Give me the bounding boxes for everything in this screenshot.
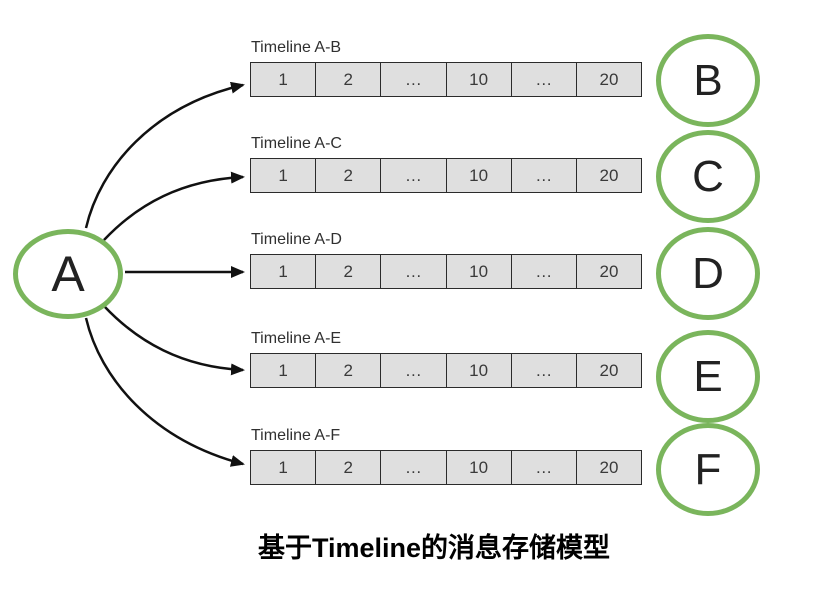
timeline-cell: 1	[278, 261, 288, 281]
timeline-label-a-e: Timeline A-E	[251, 330, 342, 347]
timeline-cell: 2	[315, 451, 380, 484]
timeline-cell: 20	[575, 255, 641, 288]
node-f: F	[656, 423, 760, 516]
timeline-cell: …	[380, 451, 445, 484]
node-b-label: B	[693, 55, 723, 105]
timeline-cell: 10	[445, 255, 511, 288]
timeline-cell: 1	[278, 457, 288, 477]
arrow-a-to-timeline-e	[103, 305, 245, 376]
timeline-cell: 10	[445, 159, 511, 192]
timeline-cell: 20	[575, 451, 641, 484]
arrow-a-to-timeline-b	[84, 81, 245, 229]
timeline-cell: …	[380, 63, 445, 96]
timeline-cell: 2	[315, 159, 380, 192]
timeline-row-a-f: 1 2 … 10 … 20	[250, 450, 642, 485]
timeline-row-a-d: 1 2 … 10 … 20	[250, 254, 642, 289]
node-c: C	[656, 130, 760, 223]
timeline-cell: 10	[445, 354, 511, 387]
node-a: A	[13, 229, 123, 319]
timeline-cell: 2	[315, 63, 380, 96]
timeline-cell: 1	[278, 69, 288, 89]
timeline-cell: …	[380, 255, 445, 288]
node-a-label: A	[51, 246, 85, 302]
timeline-cell: 20	[575, 159, 641, 192]
timeline-cell: 20	[575, 354, 641, 387]
timeline-cell: 10	[445, 63, 511, 96]
node-c-label: C	[692, 151, 724, 201]
timeline-label-a-d: Timeline A-D	[251, 231, 342, 248]
arrow-a-to-timeline-c	[103, 171, 245, 241]
node-e: E	[656, 330, 760, 423]
timeline-cell: 2	[315, 255, 380, 288]
timeline-cell: …	[380, 159, 445, 192]
timeline-cell: …	[510, 255, 576, 288]
timeline-cell: 20	[575, 63, 641, 96]
node-f-label: F	[694, 444, 722, 494]
timeline-row-a-e: 1 2 … 10 … 20	[250, 353, 642, 388]
timeline-label-a-f: Timeline A-F	[251, 427, 341, 444]
timeline-cell: …	[510, 354, 576, 387]
timeline-cell: 1	[278, 165, 288, 185]
timeline-cell: …	[510, 451, 576, 484]
timeline-cell: 10	[445, 451, 511, 484]
timeline-cell: …	[380, 354, 445, 387]
node-d: D	[656, 227, 760, 320]
node-b: B	[656, 34, 760, 127]
timeline-row-a-c: 1 2 … 10 … 20	[250, 158, 642, 193]
arrow-a-to-timeline-f	[84, 317, 245, 467]
timeline-label-a-b: Timeline A-B	[251, 39, 342, 56]
diagram-title: 基于Timeline的消息存储模型	[257, 533, 611, 563]
timeline-cell: …	[510, 63, 576, 96]
timeline-label-a-c: Timeline A-C	[251, 135, 342, 152]
timeline-cell: 1	[278, 360, 288, 380]
timeline-cell: 2	[315, 354, 380, 387]
timeline-row-a-b: 1 2 … 10 … 20	[250, 62, 642, 97]
node-d-label: D	[692, 248, 724, 298]
node-e-label: E	[693, 351, 723, 401]
timeline-cell: …	[510, 159, 576, 192]
